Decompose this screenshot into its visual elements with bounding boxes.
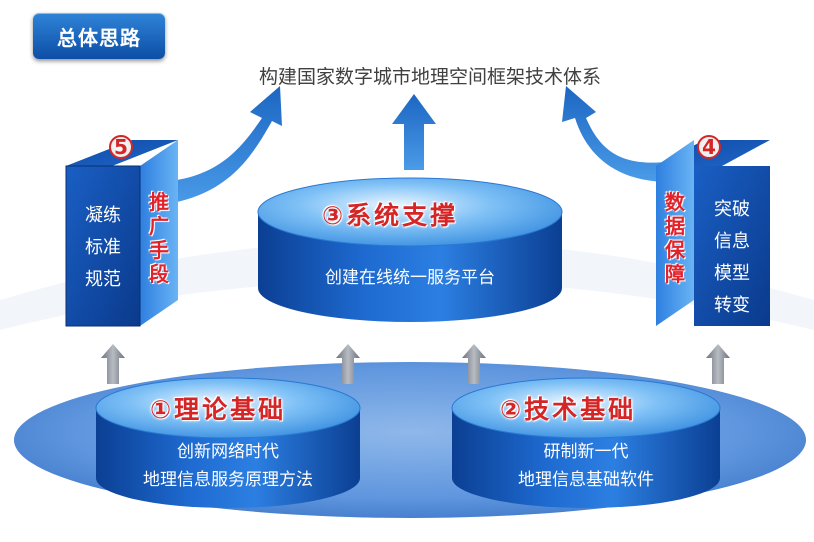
left-pillar-line: 标准 (85, 237, 121, 258)
right-pillar-side-char: 据 (665, 214, 685, 238)
right-pillar-line: 信息 (714, 231, 750, 252)
left-base-title: ①理论基础 (150, 390, 286, 426)
left-pillar-front-text: 凝练 标准 规范 (70, 200, 136, 296)
right-base-title-text: 技术基础 (524, 395, 637, 424)
left-pillar-side-text: 推 广 手 段 (147, 190, 171, 286)
center-cylinder (257, 177, 563, 322)
pillar-number-circle-5 (109, 135, 133, 159)
left-pillar-line: 凝练 (85, 205, 121, 226)
gray-arrows-right (462, 344, 730, 384)
right-pillar-front-text: 突破 信息 模型 转变 (698, 194, 766, 322)
center-up-arrow (392, 94, 436, 170)
left-pillar-side-char: 广 (149, 214, 169, 238)
left-base-cylinder (95, 377, 361, 508)
right-base-line1: 研制新一代 (543, 442, 629, 462)
left-pillar-side-char: 段 (149, 262, 169, 286)
right-pillar-side-char: 数 (665, 190, 685, 214)
left-pillar-line: 规范 (85, 269, 121, 290)
right-base-title: ②技术基础 (500, 390, 636, 426)
title-badge: 总体思路 (33, 13, 165, 59)
pillar-number-circle-4 (697, 135, 721, 159)
center-subtitle: 创建在线统一服务平台 (325, 268, 495, 288)
right-base-line2: 地理信息基础软件 (518, 470, 654, 490)
center-number: ③ (322, 201, 347, 230)
right-pillar-line: 突破 (714, 199, 750, 220)
gray-arrows-left (101, 344, 360, 384)
right-curved-arrow (562, 86, 665, 182)
goal-text: 构建国家数字城市地理空间框架技术体系 (258, 66, 601, 88)
left-base-line2: 地理信息服务原理方法 (143, 470, 313, 490)
right-pillar-side-text: 数 据 保 障 (663, 190, 687, 286)
background-glow (0, 240, 814, 330)
left-pillar-side-char: 手 (149, 238, 169, 262)
right-pillar-side-char: 障 (665, 262, 685, 286)
right-pillar (656, 140, 770, 326)
left-base-number: ① (150, 395, 175, 424)
left-base-line1: 创新网络时代 (177, 442, 279, 462)
right-base-number: ② (500, 395, 525, 424)
right-base-cylinder (451, 377, 721, 508)
center-title: ③系统支撑 (322, 196, 458, 232)
left-pillar-number: 5 (114, 135, 128, 159)
left-pillar-side-char: 推 (149, 190, 169, 214)
right-pillar-side-char: 保 (665, 238, 685, 262)
center-title-text: 系统支撑 (346, 201, 459, 230)
left-base-title-text: 理论基础 (174, 395, 287, 424)
right-pillar-number: 4 (702, 135, 716, 159)
right-pillar-line: 模型 (714, 263, 750, 284)
right-pillar-line: 转变 (714, 295, 750, 316)
